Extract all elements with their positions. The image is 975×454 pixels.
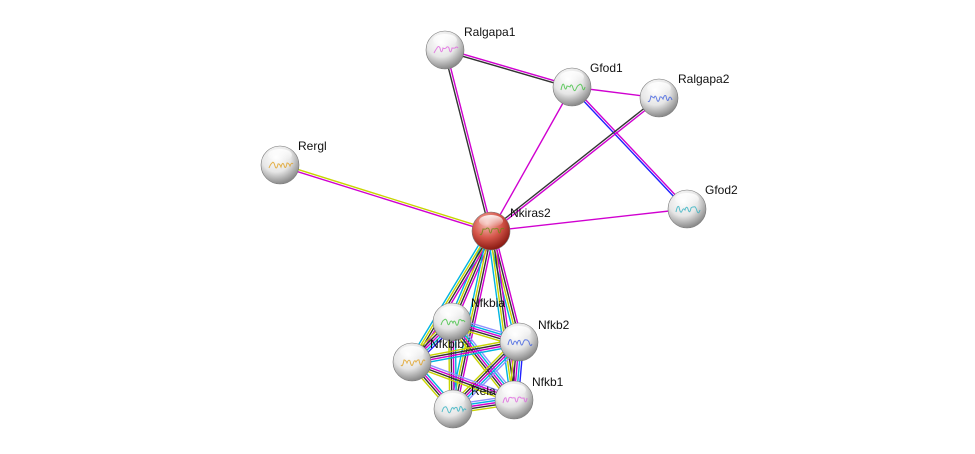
- node-label: Ralgapa2: [678, 72, 730, 86]
- node-label: Nfkbib: [430, 337, 464, 351]
- edge-ralgapa1-gfod1[interactable]: [444, 48, 573, 89]
- node-nfkbib[interactable]: Nfkbib: [392, 337, 464, 382]
- node-nfkb2[interactable]: Nfkb2: [499, 318, 570, 362]
- protein-structure-icon: [440, 318, 466, 326]
- node-highlight: [675, 193, 699, 205]
- edge-line-experiments: [491, 98, 661, 233]
- node-rela[interactable]: Rela: [433, 384, 496, 429]
- node-highlight: [507, 326, 531, 338]
- node-highlight: [400, 346, 424, 358]
- edge-line-experiments: [490, 208, 688, 232]
- edge-line-textmining: [410, 230, 491, 362]
- edge-gfod1-nkiras2[interactable]: [490, 86, 573, 232]
- edge-nkiras2-nfkb1[interactable]: [487, 230, 518, 401]
- edge-line-database: [487, 231, 512, 401]
- protein-structure-icon: [479, 227, 505, 236]
- edge-line-coexpression: [444, 50, 572, 89]
- node-label: Gfod1: [590, 61, 623, 75]
- node-gfod2[interactable]: Gfod2: [667, 183, 738, 229]
- edge-line-experiments: [445, 48, 573, 87]
- edge-line-experiments: [572, 85, 689, 209]
- node-label: Nkiras2: [510, 206, 551, 220]
- edge-line-experiments: [490, 86, 573, 232]
- node-gfod1[interactable]: Gfod1: [552, 61, 623, 107]
- protein-structure-icon: [560, 83, 586, 92]
- edge-line-textmining: [280, 163, 492, 231]
- protein-structure-icon: [502, 396, 528, 404]
- node-ralgapa1[interactable]: Ralgapa1: [425, 25, 516, 70]
- node-highlight: [433, 34, 457, 46]
- edge-line-experiments: [279, 165, 491, 233]
- edge-ralgapa1-nkiras2[interactable]: [443, 49, 493, 232]
- node-highlight: [560, 71, 584, 83]
- node-highlight: [502, 384, 526, 396]
- node-rergl[interactable]: Rergl: [260, 139, 327, 185]
- node-nkiras2[interactable]: Nkiras2: [471, 206, 551, 251]
- node-ralgapa2[interactable]: Ralgapa2: [639, 72, 730, 118]
- node-highlight: [479, 215, 503, 227]
- protein-structure-icon: [441, 406, 467, 414]
- node-highlight: [440, 306, 464, 318]
- protein-structure-icon: [675, 205, 701, 214]
- edge-line-experiments: [445, 49, 493, 231]
- edge-line-experiments: [493, 230, 518, 400]
- nodes-layer: Ralgapa1Gfod1Ralgapa2RerglGfod2Nkiras2Nf…: [260, 25, 738, 429]
- node-label: Nfkbia: [471, 296, 505, 310]
- node-nfkb1[interactable]: Nfkb1: [494, 375, 564, 420]
- edge-line-homology: [570, 87, 687, 211]
- edge-rergl-nkiras2[interactable]: [279, 163, 492, 233]
- edge-line-database: [408, 228, 489, 361]
- node-nfkbia[interactable]: Nfkbia: [432, 296, 505, 342]
- edge-gfod2-nkiras2[interactable]: [490, 208, 688, 232]
- node-label: Nfkb1: [532, 375, 564, 389]
- edge-line-textmining: [489, 231, 514, 401]
- protein-structure-icon: [507, 339, 533, 347]
- edge-gfod1-gfod2[interactable]: [570, 85, 689, 211]
- node-label: Nfkb2: [538, 318, 570, 332]
- edge-line-experiments: [414, 232, 495, 365]
- node-label: Rela: [471, 384, 496, 398]
- node-highlight: [441, 393, 465, 405]
- edge-line-experiments: [493, 230, 523, 342]
- edge-line-coexpression: [443, 50, 491, 232]
- node-label: Gfod2: [705, 183, 738, 197]
- protein-structure-icon: [268, 161, 294, 169]
- node-highlight: [647, 82, 671, 94]
- protein-structure-icon: [647, 94, 673, 103]
- protein-structure-icon: [433, 45, 459, 54]
- edge-ralgapa2-nkiras2[interactable]: [489, 96, 661, 233]
- edge-line-coexpression: [489, 96, 659, 231]
- node-label: Ralgapa1: [464, 25, 516, 39]
- node-highlight: [268, 149, 292, 161]
- node-label: Rergl: [298, 139, 327, 153]
- edge-line-coexpression: [491, 230, 516, 400]
- protein-structure-icon: [400, 359, 426, 367]
